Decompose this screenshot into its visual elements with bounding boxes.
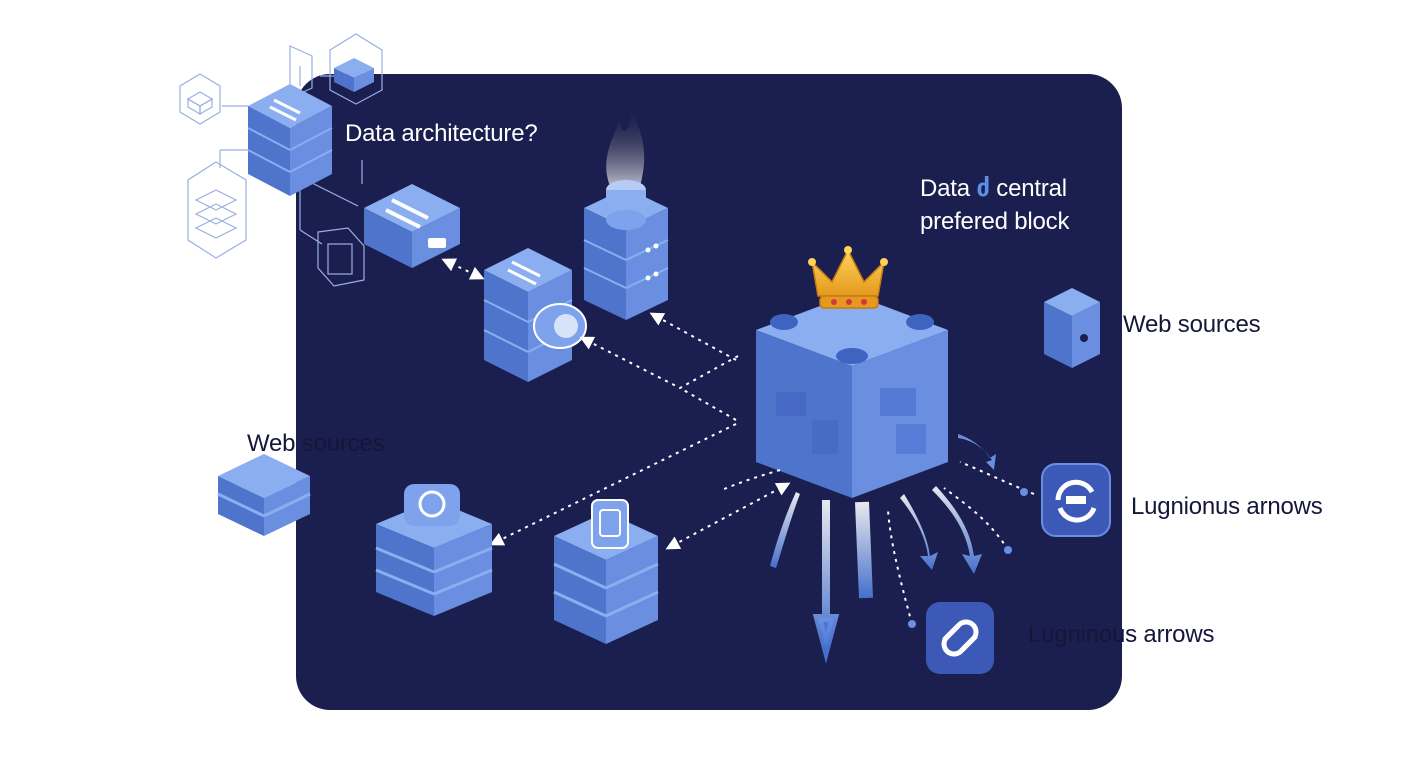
tablet-server-icon [553,499,659,644]
label-data-architecture: Data architecture? [345,120,538,147]
wireframe-cube-icon [179,73,221,125]
bottom-server-icon [375,484,493,616]
web-source-cube-icon [1044,288,1100,368]
central-block-icon [756,294,948,498]
label-web-sources-left: Web sources [247,430,385,457]
label-central-line2: prefered block [920,208,1070,235]
central-glyph: ძ [976,175,990,202]
label-lugnionus-arrows: Lugnionus arnows [1131,493,1323,520]
flame-icon [606,110,645,186]
wireframe-box-icon [289,33,383,287]
central-prefix: Data [920,175,970,202]
folder-block-icon [364,184,460,268]
diagram-panel [296,74,1122,710]
wireframe-layers-icon [187,161,247,259]
link-icon [926,602,994,674]
label-lugninous-arrows: Lugninous arrows [1028,621,1215,648]
database-server-icon [483,248,587,382]
server-rack-icon [247,84,333,196]
flame-server-icon [583,180,669,320]
luminous-arrows [770,434,1028,664]
crown-icon [808,246,888,309]
web-sources-block-icon [217,454,311,536]
label-central-block: Data ძ central [920,172,1067,205]
label-web-sources-right: Web sources [1123,311,1261,338]
central-suffix: central [996,175,1067,202]
connector-lines [441,258,1035,625]
small-cube-icon [334,58,374,92]
sync-icon [1041,463,1111,537]
